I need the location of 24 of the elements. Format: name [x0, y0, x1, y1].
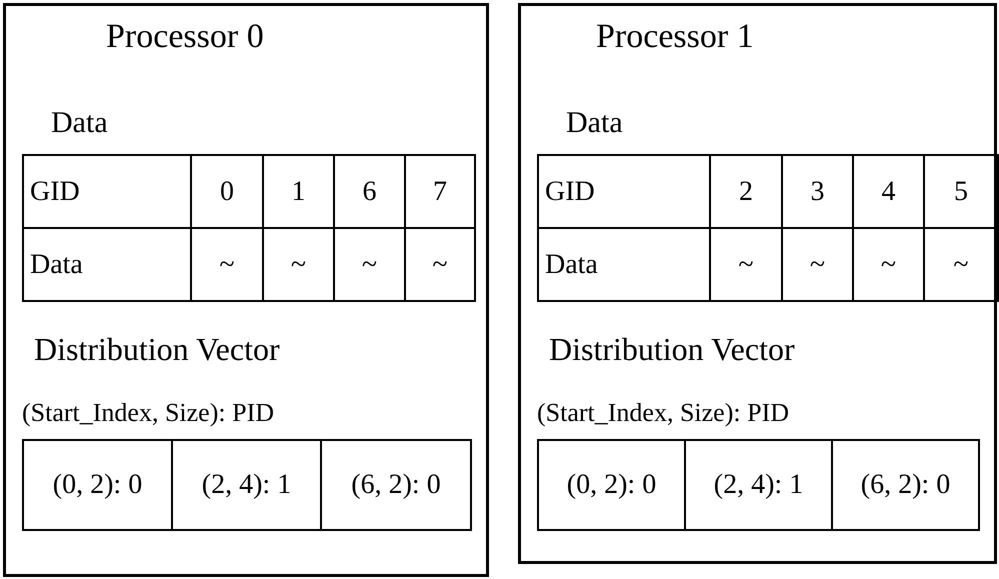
column-legend: (Start_Index, Size): PID	[22, 398, 274, 428]
table-cell: 5	[923, 154, 999, 229]
section-heading: Data	[566, 106, 623, 140]
table-cell: ~	[404, 227, 476, 302]
table-cell: ~	[923, 227, 999, 302]
table-cell: (6, 2): 0	[831, 439, 980, 531]
table-cell: (0, 2): 0	[537, 439, 686, 531]
table-cell: (0, 2): 0	[22, 439, 173, 531]
panel-title: Processor 1	[596, 18, 754, 56]
table-cell: (2, 4): 1	[171, 439, 322, 531]
section-heading: Data	[51, 106, 108, 140]
column-legend: (Start_Index, Size): PID	[537, 398, 790, 428]
table-cell: GID	[537, 154, 711, 229]
table-cell: GID	[22, 154, 192, 229]
table-cell: Data	[22, 227, 192, 302]
table-cell: Data	[537, 227, 711, 302]
section-heading: Distribution Vector	[34, 331, 280, 368]
section-heading: Distribution Vector	[549, 331, 795, 368]
panel-title: Processor 0	[106, 18, 264, 56]
table-cell: (2, 4): 1	[684, 439, 833, 531]
table-cell: 7	[404, 154, 476, 229]
table-cell: (6, 2): 0	[320, 439, 472, 531]
processor-panel	[518, 3, 997, 564]
processor-panel	[3, 3, 489, 577]
